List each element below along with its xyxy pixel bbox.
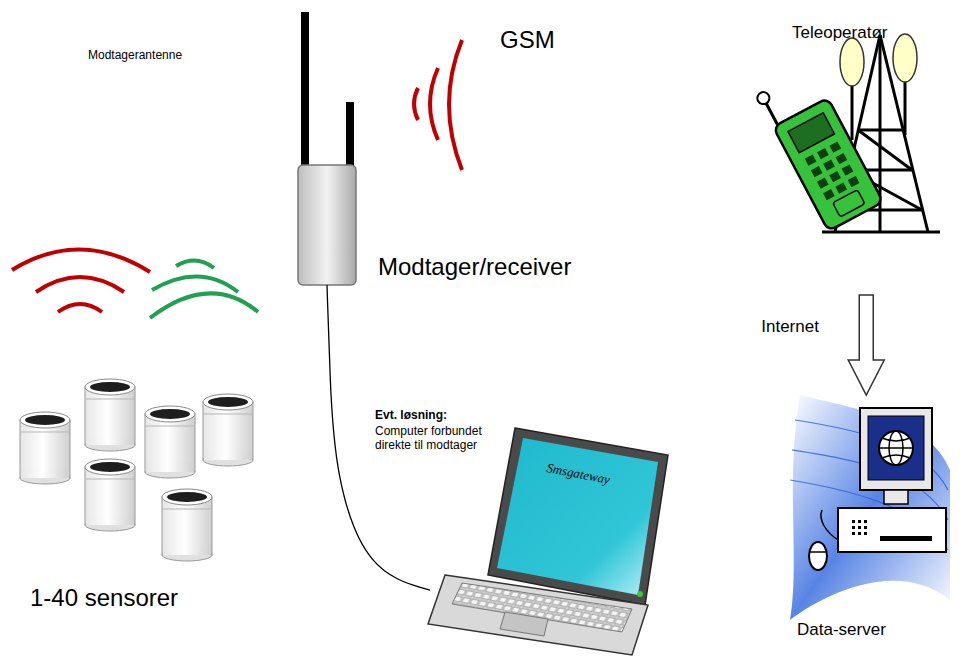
radio-waves	[12, 249, 258, 318]
tower-base	[822, 231, 940, 234]
wave-arc	[36, 277, 124, 292]
mouse-button	[809, 551, 827, 553]
phone-keys	[805, 141, 860, 200]
antenna	[301, 12, 309, 168]
monitor-stand	[884, 490, 908, 504]
part-label: Modtagerantenne	[88, 48, 182, 62]
wave-arc	[430, 68, 438, 140]
laptop: Smsgateway	[430, 425, 705, 657]
tower-brace	[858, 130, 912, 170]
sensor-cylinder	[85, 459, 135, 531]
wave-arc	[150, 293, 258, 318]
touchpad	[500, 612, 548, 636]
monitor	[860, 408, 932, 490]
note-text: Computer forbundet direkte til modtager	[375, 424, 503, 453]
tower-leg	[880, 35, 928, 232]
sensor-cylinder	[145, 406, 195, 478]
data-server: Data-server	[775, 395, 960, 657]
node-label: 1-40 sensorer	[30, 584, 178, 612]
antenna	[346, 102, 354, 168]
tower-dish	[840, 38, 864, 86]
node-label: Teleoperatør	[792, 23, 887, 43]
globe	[879, 431, 913, 465]
phone-antenna-tip	[755, 90, 771, 106]
laptop-base	[428, 575, 648, 655]
sensor-group: 1-40 sensorer	[15, 372, 277, 627]
swoosh-background	[790, 395, 950, 620]
laptop-lid	[488, 428, 668, 605]
node-label: Modtager/receiver	[378, 253, 571, 281]
mobile-phone	[755, 66, 883, 232]
edge-label: Internet	[761, 317, 819, 337]
sensor-group	[20, 379, 253, 561]
wave-arc	[12, 249, 150, 272]
sensor-cylinder	[162, 489, 212, 561]
mouse-cable	[821, 510, 838, 540]
connector-group	[848, 295, 884, 395]
receiver-box	[298, 165, 356, 285]
phone-display	[788, 113, 835, 153]
drive-slot	[880, 536, 932, 541]
teleoperator: Teleoperatør	[770, 5, 960, 250]
block-arrow	[848, 295, 884, 395]
wave-arc	[176, 260, 214, 268]
phone-body	[773, 98, 883, 231]
globe-lines	[879, 431, 913, 465]
receiver-box: Modtager/receiver	[298, 165, 356, 285]
wave-arc	[152, 276, 238, 292]
case-vents	[852, 520, 867, 535]
wave-arc	[58, 304, 102, 312]
tower-dish	[893, 34, 917, 82]
laptop-screen	[497, 438, 658, 595]
mouse	[809, 542, 827, 570]
sensor-cylinder	[20, 412, 70, 484]
computer-case	[838, 508, 946, 552]
node-label: Smsgateway	[545, 461, 611, 488]
data-server	[790, 395, 950, 620]
power-led	[637, 591, 643, 597]
gsm-waves	[414, 40, 462, 170]
sensor-cylinder	[203, 394, 253, 466]
tower-brace	[858, 129, 903, 132]
sensor-cylinder	[85, 379, 135, 451]
note-heading: Evt. løsning:	[375, 408, 447, 422]
wave-arc	[414, 88, 418, 120]
node-label: Data-server	[797, 620, 886, 640]
monitor-screen	[868, 416, 924, 480]
phone-antenna	[766, 103, 779, 128]
wave-arc	[449, 40, 462, 170]
laptop	[428, 428, 668, 655]
phone-speaker	[833, 190, 865, 217]
part-label: GSM	[500, 26, 555, 55]
